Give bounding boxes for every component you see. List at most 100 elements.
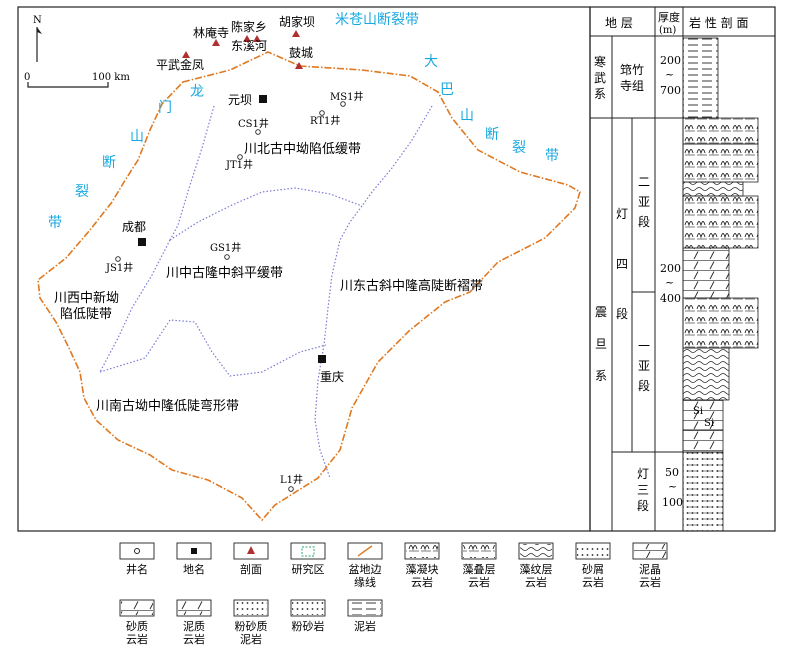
section-chenjiaxiang-label: 陈家乡 xyxy=(231,19,267,34)
svg-text:旦: 旦 xyxy=(595,337,607,351)
svg-text:Si: Si xyxy=(693,406,703,417)
svg-text:龙: 龙 xyxy=(190,84,204,100)
legend-symbol-grainstone xyxy=(577,544,609,558)
unit-south-label: 川南古坳中隆低陡弯形带 xyxy=(96,398,239,414)
svg-text:100 km: 100 km xyxy=(92,72,130,83)
legend-label-sandydolo: 砂质 xyxy=(126,620,148,633)
lithology-column: Si Si xyxy=(682,37,759,532)
north-arrow: N xyxy=(33,15,42,62)
city-yuanba-label: 元坝 xyxy=(228,93,252,107)
well-marker-ms1 xyxy=(340,101,346,107)
unit-labels: 川北古中坳陷低缓带 川中古隆中斜平缓带 川东古斜中隆高陡断褶带 川西中新坳 陷低… xyxy=(54,142,483,414)
svg-text:震: 震 xyxy=(595,305,607,319)
legend-label-siltmud: 粉砂质 xyxy=(235,620,268,633)
svg-text:二: 二 xyxy=(638,175,650,189)
city-chongqing-label: 重庆 xyxy=(320,370,344,384)
legend-symbol-laminite xyxy=(520,544,552,558)
unit-boundaries xyxy=(99,105,433,479)
legend: 井名地名剖面研究区盆地边缘线藻凝块云岩藻叠层云岩藻纹层云岩砂屑云岩泥晶云岩砂质云… xyxy=(119,542,668,646)
well-rt1-label: RT1井 xyxy=(310,114,340,127)
unit-east-label: 川东古斜中隆高陡断褶带 xyxy=(340,278,483,294)
legend-symbol-thrombolite xyxy=(406,544,438,558)
svg-text:100: 100 xyxy=(662,496,683,509)
svg-text:灯: 灯 xyxy=(637,467,649,481)
well-js1-label: JS1井 xyxy=(105,261,133,274)
city-marker-chengdu xyxy=(138,238,146,246)
well-marker-rt1 xyxy=(319,110,325,116)
legend-label-micrite: 云岩 xyxy=(639,575,661,589)
legend-label-grainstone: 砂屑 xyxy=(582,563,604,576)
section-hujiaba-label: 胡家坝 xyxy=(279,14,315,29)
legend-label-argdolo: 云岩 xyxy=(183,632,205,646)
legend-symbol-micrite xyxy=(634,544,666,558)
section-marker-chenjiaxiang-2 xyxy=(253,35,261,42)
legend-label-thrombolite: 云岩 xyxy=(411,575,433,589)
legend-symbol-sandydolo xyxy=(121,601,153,615)
svg-text:寒: 寒 xyxy=(594,54,606,69)
section-linansi-label: 林庵寺 xyxy=(193,25,229,40)
legend-label-laminite: 云岩 xyxy=(525,575,547,589)
legend-label-siltstone: 粉砂岩 xyxy=(292,619,325,633)
well-marker-cs1 xyxy=(255,129,261,135)
legend-symbol-siltmud xyxy=(235,601,267,615)
section-pingwujinfeng-label: 平武金凤 xyxy=(156,57,204,72)
svg-text:武: 武 xyxy=(594,71,606,85)
legend-label-boundary: 盆地边 xyxy=(349,562,382,576)
header-lithology: 岩 性 剖 面 xyxy=(689,15,748,30)
svg-text:灯: 灯 xyxy=(616,207,628,221)
legend-label-study: 研究区 xyxy=(292,562,325,576)
svg-text:系: 系 xyxy=(595,369,607,383)
svg-text:~: ~ xyxy=(665,276,674,289)
legend-symbol-section xyxy=(247,546,255,554)
legend-label-city: 地名 xyxy=(183,562,205,576)
svg-text:带: 带 xyxy=(48,215,62,231)
svg-text:裂: 裂 xyxy=(75,184,89,200)
svg-text:700: 700 xyxy=(660,84,681,97)
legend-label-stromatolite: 藻叠层 xyxy=(463,563,496,576)
legend-label-grainstone: 云岩 xyxy=(582,575,604,589)
section-marker-linansi xyxy=(212,39,220,46)
legend-symbol-city xyxy=(191,548,197,554)
svg-text:大: 大 xyxy=(424,54,438,70)
well-marker-jt1 xyxy=(237,154,243,160)
map-frame xyxy=(17,6,591,532)
well-marker-gs1 xyxy=(224,254,230,260)
legend-label-stromatolite: 云岩 xyxy=(468,575,490,589)
svg-text:巴: 巴 xyxy=(440,82,454,98)
well-jt1-label: JT1井 xyxy=(225,158,253,171)
legend-label-argdolo: 泥质 xyxy=(183,620,205,633)
well-gs1-label: GS1井 xyxy=(210,241,241,254)
legend-label-siltmud: 泥岩 xyxy=(240,632,262,646)
fault-label-daba: 大 巴 山 断 裂 带 xyxy=(424,54,559,164)
city-marker-yuanba xyxy=(259,95,267,103)
svg-text:断: 断 xyxy=(485,127,499,143)
city-chengdu-label: 成都 xyxy=(122,220,146,234)
section-dongxihe-label: 东溪河 xyxy=(231,39,267,53)
well-marker-l1 xyxy=(288,486,294,492)
svg-text:~: ~ xyxy=(665,68,674,81)
fault-label-longmen: 门 龙 山 断 裂 带 xyxy=(48,84,204,231)
legend-symbol-boundary xyxy=(357,545,373,557)
svg-text:系: 系 xyxy=(594,87,606,101)
section-marker-gucheng xyxy=(295,62,303,69)
svg-text:筇竹: 筇竹 xyxy=(620,62,644,77)
svg-text:段: 段 xyxy=(638,214,650,229)
svg-text:裂: 裂 xyxy=(512,140,526,156)
svg-text:四: 四 xyxy=(616,257,628,271)
legend-label-mudstone: 泥岩 xyxy=(354,619,376,633)
header-thickness-2: (m) xyxy=(659,25,676,36)
legend-symbol-stromatolite xyxy=(463,544,495,558)
svg-text:山: 山 xyxy=(460,108,474,124)
legend-label-thrombolite: 藻凝块 xyxy=(406,562,439,576)
legend-label-boundary: 缘线 xyxy=(354,575,376,589)
legend-symbol-well xyxy=(134,548,140,554)
unit-west-label-1: 川西中新坳 xyxy=(54,290,119,306)
unit-central-label: 川中古隆中斜平缓带 xyxy=(166,266,283,281)
scale-bar: 0 100 km xyxy=(24,72,130,88)
legend-label-well: 井名 xyxy=(126,562,148,576)
svg-text:0: 0 xyxy=(24,72,30,83)
svg-text:寺组: 寺组 xyxy=(620,79,644,93)
svg-text:Si: Si xyxy=(704,418,714,429)
wells: MS1井 RT1井 CS1井 JT1井 GS1井 JS1井 L1井 xyxy=(105,90,363,492)
